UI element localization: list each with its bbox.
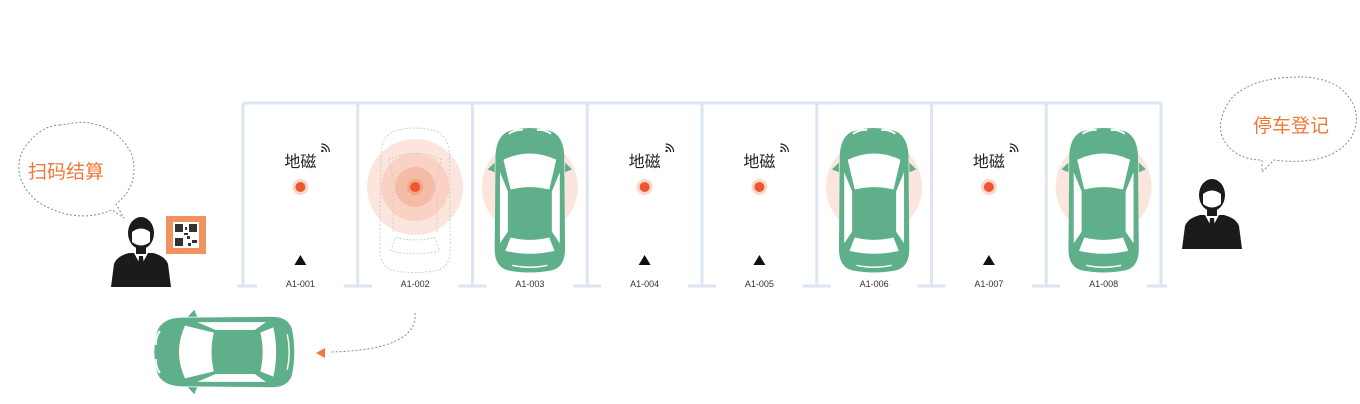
slot-code: A1-001 bbox=[286, 279, 315, 289]
direction-arrow-icon bbox=[294, 255, 307, 265]
parking-slot: 地磁 A1-005 bbox=[743, 143, 789, 289]
geomagnetic-sensor-icon bbox=[980, 179, 997, 195]
wireless-signal-icon bbox=[780, 143, 789, 153]
parking-slot: A1-008 bbox=[1055, 127, 1152, 289]
slot-code: A1-005 bbox=[745, 279, 774, 289]
left-bubble-text: 扫码结算 bbox=[28, 161, 104, 183]
businessman-icon bbox=[1182, 179, 1242, 249]
direction-arrow-icon bbox=[753, 255, 766, 265]
qr-code-icon bbox=[166, 216, 206, 254]
slot-code: A1-008 bbox=[1089, 279, 1118, 289]
slot-code: A1-002 bbox=[401, 279, 430, 289]
slot-code: A1-007 bbox=[974, 279, 1003, 289]
exit-path bbox=[316, 312, 416, 358]
car-topview-icon bbox=[830, 127, 918, 274]
geomagnetic-sensor-icon bbox=[292, 179, 309, 195]
direction-arrow-icon bbox=[982, 255, 995, 265]
sensor-label: 地磁 bbox=[629, 152, 661, 171]
sensor-label: 地磁 bbox=[743, 152, 775, 171]
geomagnetic-sensor-icon bbox=[636, 179, 653, 195]
geomagnetic-sensor-icon bbox=[751, 179, 768, 195]
parking-lot-lines bbox=[237, 101, 1167, 288]
wireless-signal-icon bbox=[321, 143, 330, 153]
wireless-signal-icon bbox=[1009, 143, 1019, 153]
parking-slot: A1-003 bbox=[481, 127, 578, 289]
slot-code: A1-006 bbox=[860, 279, 889, 289]
wireless-signal-icon bbox=[665, 143, 675, 153]
businessman-icon bbox=[111, 217, 171, 287]
left-speech-bubble: 扫码结算 bbox=[18, 121, 135, 219]
slot-code: A1-003 bbox=[515, 279, 544, 289]
slot-code: A1-004 bbox=[630, 279, 659, 289]
parking-slot: A1-006 bbox=[826, 127, 923, 289]
sensor-label: 地磁 bbox=[284, 152, 316, 171]
geomagnetic-sensor-icon bbox=[407, 179, 424, 195]
car-topview-icon bbox=[486, 127, 574, 274]
right-speech-bubble: 停车登记 bbox=[1220, 76, 1357, 174]
car-topview-icon bbox=[153, 308, 296, 396]
sensor-label: 地磁 bbox=[973, 152, 1005, 171]
car-topview-icon bbox=[1060, 127, 1147, 274]
parking-slot: 地磁 A1-001 bbox=[284, 143, 330, 289]
parking-slot: 地磁 A1-004 bbox=[629, 143, 675, 289]
parking-slot: A1-002 bbox=[367, 127, 464, 289]
parking-slot: 地磁 A1-007 bbox=[973, 143, 1019, 289]
direction-arrow-icon bbox=[638, 255, 651, 265]
right-bubble-text: 停车登记 bbox=[1253, 115, 1329, 137]
